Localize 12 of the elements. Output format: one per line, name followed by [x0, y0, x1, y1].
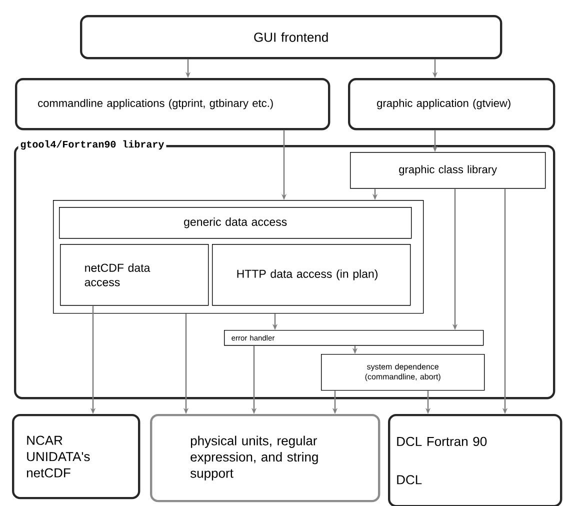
external-library-box: NCAR UNIDATA's netCDF: [12, 414, 140, 500]
frontend-box: GUI frontend: [80, 15, 502, 60]
module-box: netCDF data access: [60, 244, 209, 306]
module-box: generic data access: [59, 207, 412, 239]
external-library-box: physical units, regular expression, and string support: [150, 414, 380, 502]
module-group-box: [53, 200, 424, 314]
application-box: graphic application (gtview): [348, 78, 556, 130]
application-box: commandline applications (gtprint, gtbinary etc.): [15, 78, 330, 130]
module-box: HTTP data access (in plan): [212, 244, 411, 306]
external-library-box: DCL Fortran 90 DCL: [388, 414, 562, 506]
module-box: graphic class library: [350, 152, 546, 189]
module-box: system dependence (commandline, abort): [321, 354, 485, 391]
